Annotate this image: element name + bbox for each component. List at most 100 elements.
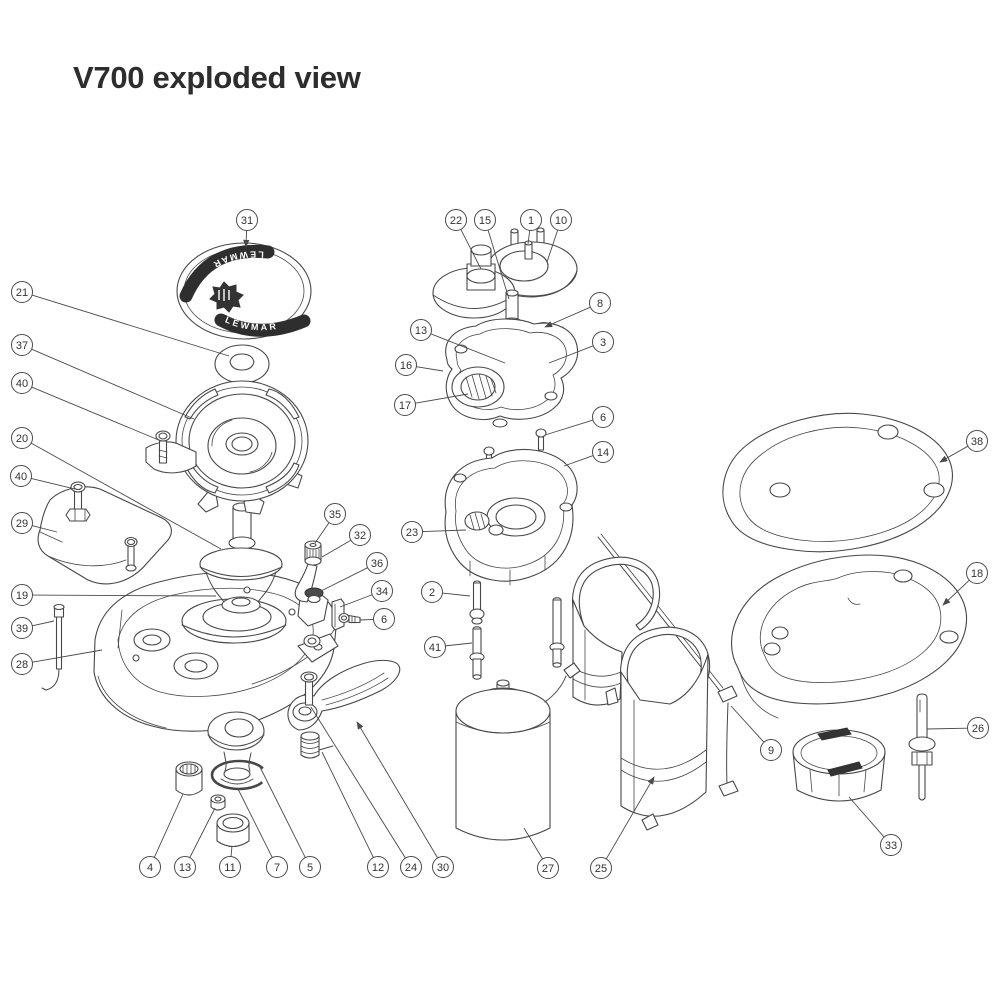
svg-text:39: 39 (16, 623, 28, 635)
svg-text:19: 19 (16, 590, 28, 602)
callout-41: 41 (424, 636, 446, 658)
svg-text:38: 38 (971, 436, 983, 448)
callout-37: 37 (11, 334, 33, 356)
part-gasket-38 (722, 412, 953, 553)
leader-line-2 (442, 592, 471, 597)
svg-text:35: 35 (329, 509, 341, 521)
callout-12: 12 (367, 856, 389, 878)
part-plunger-32-35 (294, 540, 322, 603)
callout-11: 11 (219, 856, 241, 878)
callout-31: 31 (236, 209, 258, 231)
callout-23: 23 (401, 521, 423, 543)
callout-18: 18 (966, 562, 988, 584)
svg-text:26: 26 (972, 723, 984, 735)
svg-text:24: 24 (405, 862, 417, 874)
part-motor-shell-a (571, 556, 661, 706)
svg-text:36: 36 (371, 558, 383, 570)
leader-line-14 (563, 455, 594, 467)
svg-text:3: 3 (600, 337, 606, 349)
svg-text:13: 13 (415, 325, 427, 337)
callout-20: 20 (11, 427, 33, 449)
svg-text:8: 8 (597, 298, 603, 310)
callout-32: 32 (349, 524, 371, 546)
svg-text:30: 30 (437, 862, 449, 874)
svg-text:2: 2 (429, 587, 435, 599)
leader-line-20 (30, 442, 222, 550)
leader-line-31 (243, 230, 250, 248)
leader-line-24 (310, 706, 406, 859)
leader-line-25 (605, 776, 655, 860)
callout-17: 17 (394, 394, 416, 416)
svg-text:21: 21 (16, 287, 28, 299)
part-spacer-13 (210, 794, 226, 811)
part-drive-plate-37 (145, 380, 309, 515)
leader-line-11 (230, 845, 233, 857)
part-bushing-11 (216, 813, 250, 848)
svg-text:20: 20 (16, 433, 28, 445)
svg-text:12: 12 (372, 862, 384, 874)
leader-line-4 (153, 793, 184, 858)
leader-line-22 (460, 229, 482, 270)
part-gearbox-14 (444, 448, 578, 586)
svg-text:25: 25 (595, 863, 607, 875)
callout-28: 28 (11, 653, 33, 675)
leader-line-40 (31, 478, 76, 490)
leader-line-34 (339, 594, 373, 608)
leader-line-16 (416, 366, 444, 372)
callout-27: 27 (537, 857, 559, 879)
part-mounting-plate-18 (730, 554, 968, 719)
leader-lines (30, 229, 970, 860)
svg-text:13: 13 (179, 862, 191, 874)
leader-line-27 (523, 827, 543, 860)
part-stud-2 (469, 580, 485, 625)
callout-21: 21 (11, 281, 33, 303)
callout-15: 15 (474, 209, 496, 231)
svg-text:32: 32 (354, 530, 366, 542)
callout-25: 25 (590, 857, 612, 879)
svg-text:29: 29 (16, 518, 28, 530)
part-hook-pin-39 (41, 603, 65, 691)
callout-30: 30 (432, 856, 454, 878)
part-needle-bearing-4 (175, 761, 203, 796)
leader-line-6 (359, 618, 374, 621)
svg-text:10: 10 (555, 215, 567, 227)
part-circlip-7 (210, 759, 268, 791)
part-washer-21 (214, 344, 270, 384)
callout-19: 19 (11, 584, 33, 606)
svg-text:6: 6 (381, 614, 387, 626)
leader-line-3 (548, 345, 594, 364)
leader-line-21 (31, 294, 230, 357)
svg-text:17: 17 (399, 400, 411, 412)
svg-text:31: 31 (241, 215, 253, 227)
part-pivot-screw-24 (300, 671, 318, 706)
callout-6: 6 (373, 608, 395, 630)
svg-text:7: 7 (274, 862, 280, 874)
svg-text:9: 9 (768, 745, 774, 757)
leader-line-30 (356, 721, 439, 859)
part-long-stud-41a (469, 626, 485, 680)
leader-line-38 (939, 445, 969, 463)
svg-text:40: 40 (15, 471, 27, 483)
svg-text:11: 11 (224, 862, 235, 874)
callout-13: 13 (174, 856, 196, 878)
svg-text:5: 5 (307, 862, 313, 874)
callout-39: 39 (11, 617, 33, 639)
callout-35: 35 (324, 503, 346, 525)
svg-text:18: 18 (971, 568, 983, 580)
leader-line-19 (32, 594, 217, 597)
cap-emblem-icon (209, 281, 244, 313)
callout-33: 33 (880, 834, 902, 856)
part-clutch-drum-20 (181, 502, 287, 644)
svg-text:33: 33 (885, 840, 897, 852)
part-spring-12 (300, 731, 334, 759)
callout-7: 7 (266, 856, 288, 878)
leader-line-36 (318, 567, 368, 593)
leader-line-40 (31, 386, 162, 442)
leader-line-28 (32, 649, 103, 663)
page-title: V700 exploded view (73, 60, 361, 95)
part-motor-27 (455, 662, 581, 841)
leader-line-18 (942, 579, 970, 606)
